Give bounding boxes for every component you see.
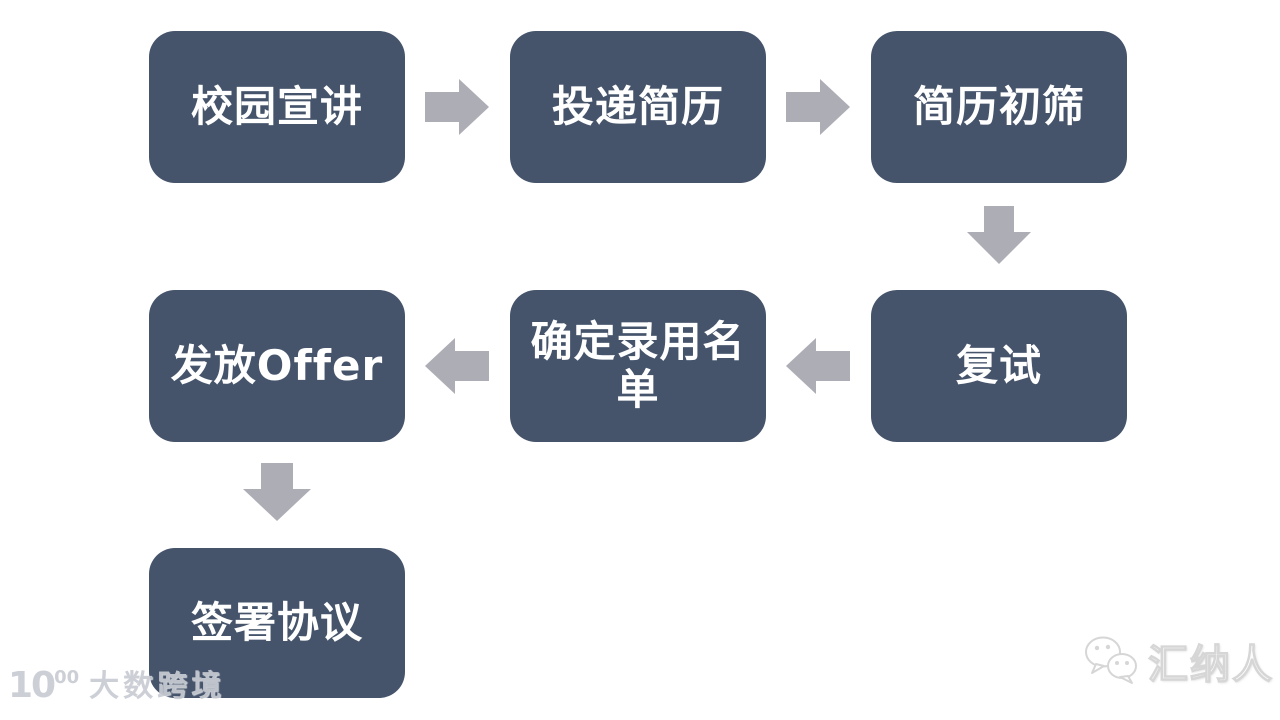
watermark-brand-text: 汇纳人: [1147, 641, 1274, 688]
step-box-agreement-signing: 签署协议: [149, 548, 405, 698]
step-box-hiring-list: 确定录用名单: [510, 290, 766, 442]
step-label: 发放Offer: [170, 340, 384, 390]
step-box-offer-issue: 发放Offer: [149, 290, 405, 442]
arrow-right-icon: [786, 79, 850, 135]
step-label: 复试: [955, 340, 1042, 390]
dashu-logo-icon: 1000: [8, 665, 80, 706]
arrow-down-icon: [243, 463, 311, 521]
arrow-left-icon: [425, 338, 489, 394]
watermark-brand-text: 大数跨境: [89, 669, 226, 704]
watermark-bottom-right: 汇纳人: [1082, 632, 1274, 690]
arrow-left-icon: [786, 338, 850, 394]
step-label: 校园宣讲: [190, 81, 363, 131]
step-box-resume-screening: 简历初筛: [871, 31, 1127, 183]
arrow-down-icon: [967, 206, 1031, 264]
arrow-right-icon: [425, 79, 489, 135]
step-box-resume-submission: 投递简历: [510, 31, 766, 183]
wechat-icon: [1082, 633, 1140, 689]
step-label: 投递简历: [551, 81, 724, 131]
step-box-second-interview: 复试: [871, 290, 1127, 442]
watermark-bottom-left: 1000 大数跨境: [8, 668, 225, 704]
step-box-campus-talk: 校园宣讲: [149, 31, 405, 183]
step-label: 签署协议: [190, 597, 363, 647]
step-label: 简历初筛: [912, 81, 1085, 131]
step-label: 确定录用名单: [530, 316, 746, 414]
